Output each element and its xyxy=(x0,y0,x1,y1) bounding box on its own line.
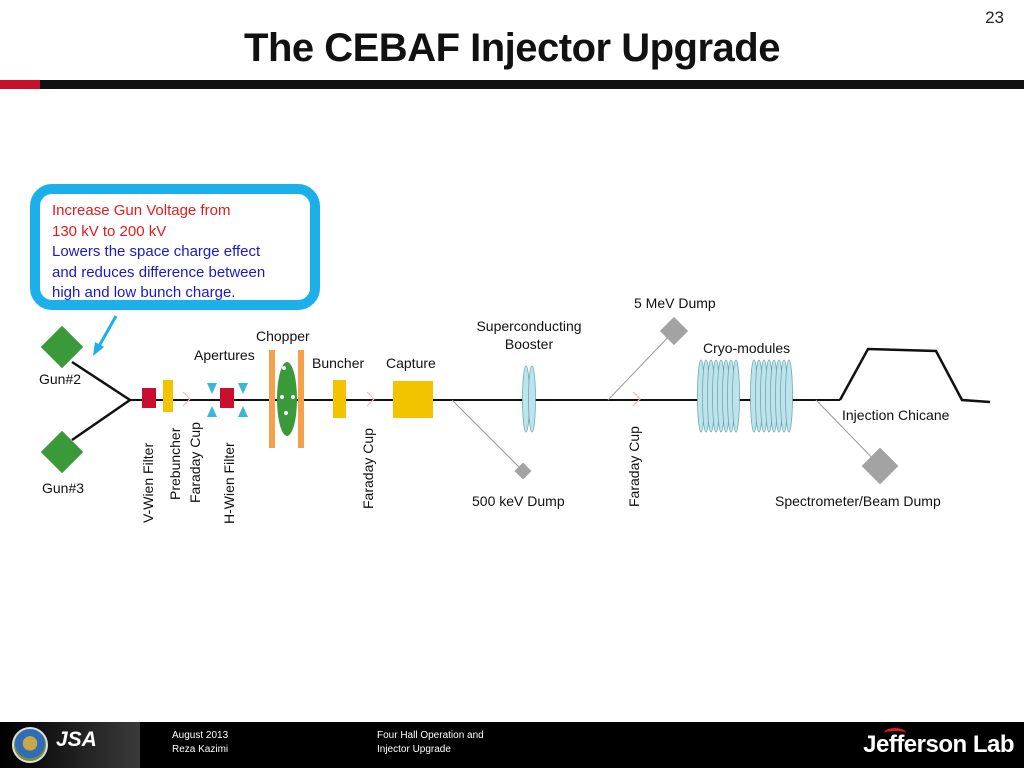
footer-date: August 2013 xyxy=(172,730,229,741)
v-wien-filter-icon xyxy=(142,388,156,408)
injection-chicane-label: Injection Chicane xyxy=(842,407,950,423)
dump-5mev-icon xyxy=(659,316,689,346)
gun2-label: Gun#2 xyxy=(39,371,81,387)
chopper-cavity-icon xyxy=(277,362,297,436)
jsa-logo: JSA xyxy=(56,728,97,751)
dump-500kev-line xyxy=(451,399,524,472)
footer-talk-line1: Four Hall Operation and xyxy=(377,730,484,741)
cryomodule-2-icon xyxy=(750,359,793,433)
chevron-marker-icon xyxy=(182,391,191,407)
callout-line-3: Lowers the space charge effect xyxy=(52,243,261,260)
gun-branch-lines xyxy=(71,360,131,442)
v-wien-filter-label: V-Wien Filter xyxy=(140,443,156,523)
spectrometer-line xyxy=(815,399,881,467)
gun3-icon xyxy=(40,430,84,474)
slide-title: The CEBAF Injector Upgrade xyxy=(244,26,780,70)
cryo-modules-label: Cryo-modules xyxy=(703,340,790,356)
sc-booster-label-line1: Superconducting xyxy=(476,318,581,334)
dump-5mev-label: 5 MeV Dump xyxy=(634,295,716,311)
dump-500kev-label: 500 keV Dump xyxy=(472,493,565,509)
doe-seal-logo xyxy=(12,727,48,763)
capture-cavity-icon xyxy=(393,381,433,418)
callout-line-1: Increase Gun Voltage from xyxy=(52,202,231,219)
spectrometer-dump-icon xyxy=(861,447,899,485)
dump-500kev-icon xyxy=(514,462,532,480)
apertures-label: Apertures xyxy=(194,347,255,363)
title-underline-accent xyxy=(0,80,40,89)
slide-number: 23 xyxy=(985,8,1004,27)
injector-beamline-diagram: Gun#2 Gun#3 Apertures Chopper Buncher Ca… xyxy=(39,295,991,524)
h-wien-filter-icon xyxy=(220,388,234,408)
faraday-cup-1-label: Faraday Cup xyxy=(187,422,203,503)
callout-pointer-arrow xyxy=(93,315,118,356)
faraday-cup-3-label: Faraday Cup xyxy=(626,426,642,507)
chevron-marker-icon xyxy=(632,391,641,407)
injection-chicane-line xyxy=(838,347,991,404)
callout-line-2: 130 kV to 200 kV xyxy=(52,222,167,240)
chopper-plate-right xyxy=(298,350,304,448)
footer-talk-line2: Injector Upgrade xyxy=(377,744,451,755)
faraday-cup-2-label: Faraday Cup xyxy=(360,428,376,509)
sc-booster-icon xyxy=(522,365,536,433)
prebuncher-label: Prebuncher xyxy=(167,427,183,500)
gun2-icon xyxy=(40,325,84,369)
callout-line-5: high and low bunch charge. xyxy=(52,284,236,301)
footer-author: Reza Kazimi xyxy=(172,744,229,755)
title-underline-bar xyxy=(0,80,1024,89)
gun3-label: Gun#3 xyxy=(42,480,84,496)
prebuncher-icon xyxy=(163,380,173,412)
chopper-dot-icon xyxy=(291,395,295,399)
jefferson-lab-swoosh-icon xyxy=(884,728,906,738)
buncher-icon xyxy=(333,380,346,418)
chopper-dot-icon xyxy=(282,366,286,370)
capture-label: Capture xyxy=(386,355,436,371)
gun-voltage-callout-text: Increase Gun Voltage from 130 kV to 200 … xyxy=(52,201,312,304)
footer-date-author: August 2013 Reza Kazimi xyxy=(172,729,228,757)
aperture-left-icon xyxy=(207,383,217,417)
dump-5mev-line xyxy=(607,330,675,401)
sc-booster-label-line2: Booster xyxy=(505,336,554,352)
callout-line-4: and reduces difference between xyxy=(52,263,266,281)
chevron-marker-icon xyxy=(366,391,375,407)
footer-bar xyxy=(0,722,1024,768)
spectrometer-label: Spectrometer/Beam Dump xyxy=(775,493,941,509)
chopper-label: Chopper xyxy=(256,328,310,344)
buncher-label: Buncher xyxy=(312,355,364,371)
footer-talk-title: Four Hall Operation and Injector Upgrade xyxy=(377,729,484,757)
cryomodule-1-icon xyxy=(697,359,740,433)
jefferson-lab-logo: Jefferson Lab xyxy=(863,731,1014,758)
chopper-dot-icon xyxy=(284,411,288,415)
chopper-dot-icon xyxy=(280,395,284,399)
chopper-plate-left xyxy=(269,350,275,448)
gun-voltage-callout-box xyxy=(30,184,320,310)
h-wien-filter-label: H-Wien Filter xyxy=(221,442,237,524)
aperture-right-icon xyxy=(238,383,248,417)
